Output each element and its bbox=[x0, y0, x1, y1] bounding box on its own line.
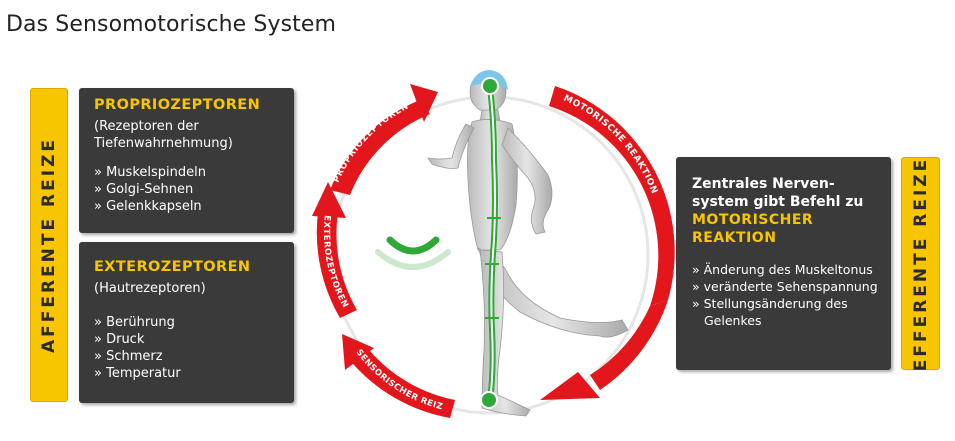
central-line1: Zentrales Nerven- bbox=[692, 176, 835, 192]
afferent-bar: AFFERENTE REIZE bbox=[30, 88, 68, 402]
proprioceptors-list: » Muskelspindeln » Golgi-Sehnen » Gelenk… bbox=[94, 164, 294, 215]
exteroceptors-heading: EXTEROZEPTOREN bbox=[94, 259, 251, 275]
list-item: » Stellungsänderung des bbox=[692, 296, 848, 311]
central-list: » Änderung des Muskeltonus » veränderte … bbox=[692, 261, 891, 329]
extero-arrow bbox=[312, 182, 357, 318]
central-line4: REAKTION bbox=[692, 230, 777, 246]
list-item-continuation: Gelenkes bbox=[704, 313, 762, 328]
sensory-arrow bbox=[342, 334, 455, 418]
list-item: » Gelenkkapseln bbox=[94, 199, 202, 214]
list-item: » Berührung bbox=[94, 315, 175, 330]
list-item: » Golgi-Sehnen bbox=[94, 182, 194, 197]
central-line3: MOTORISCHER bbox=[692, 212, 814, 228]
list-item: » Druck bbox=[94, 332, 145, 347]
motor-arrow-label: MOTORISCHE REAKTION bbox=[562, 94, 659, 196]
exteroceptors-list: » Berührung » Druck » Schmerz » Temperat… bbox=[94, 314, 294, 382]
central-line2: system gibt Befehl zu bbox=[692, 194, 864, 210]
list-item: » Schmerz bbox=[94, 349, 163, 364]
list-item: » Änderung des Muskeltonus bbox=[692, 262, 873, 277]
list-item: » Temperatur bbox=[94, 366, 181, 381]
list-item: » veränderte Sehenspannung bbox=[692, 279, 878, 294]
exteroceptors-subtitle: (Hautrezeptoren) bbox=[94, 281, 206, 296]
page-title: Das Sensomotorische System bbox=[6, 12, 337, 37]
efferent-bar: EFFERENTE REIZE bbox=[901, 156, 940, 371]
list-item: » Muskelspindeln bbox=[94, 165, 206, 180]
central-nervous-panel: Zentrales Nerven- system gibt Befehl zu … bbox=[676, 157, 891, 370]
proprioceptors-subtitle: (Rezeptoren der Tiefenwahrnehmung) bbox=[94, 118, 294, 152]
motor-arrow bbox=[540, 86, 675, 400]
proprioceptors-panel: PROPRIOZEPTOREN (Rezeptoren der Tiefenwa… bbox=[79, 88, 294, 233]
exteroceptors-panel: EXTEROZEPTOREN (Hautrezeptoren) » Berühr… bbox=[79, 242, 294, 403]
proprioceptors-subtitle-line1: (Rezeptoren der bbox=[94, 119, 199, 134]
touch-wave-icon bbox=[375, 236, 451, 270]
nerve-pathway bbox=[480, 77, 501, 409]
proprio-arrow bbox=[330, 84, 438, 195]
proprioceptors-heading: PROPRIOZEPTOREN bbox=[94, 97, 261, 113]
proprioceptors-subtitle-line2: Tiefenwahrnehmung) bbox=[94, 136, 233, 151]
